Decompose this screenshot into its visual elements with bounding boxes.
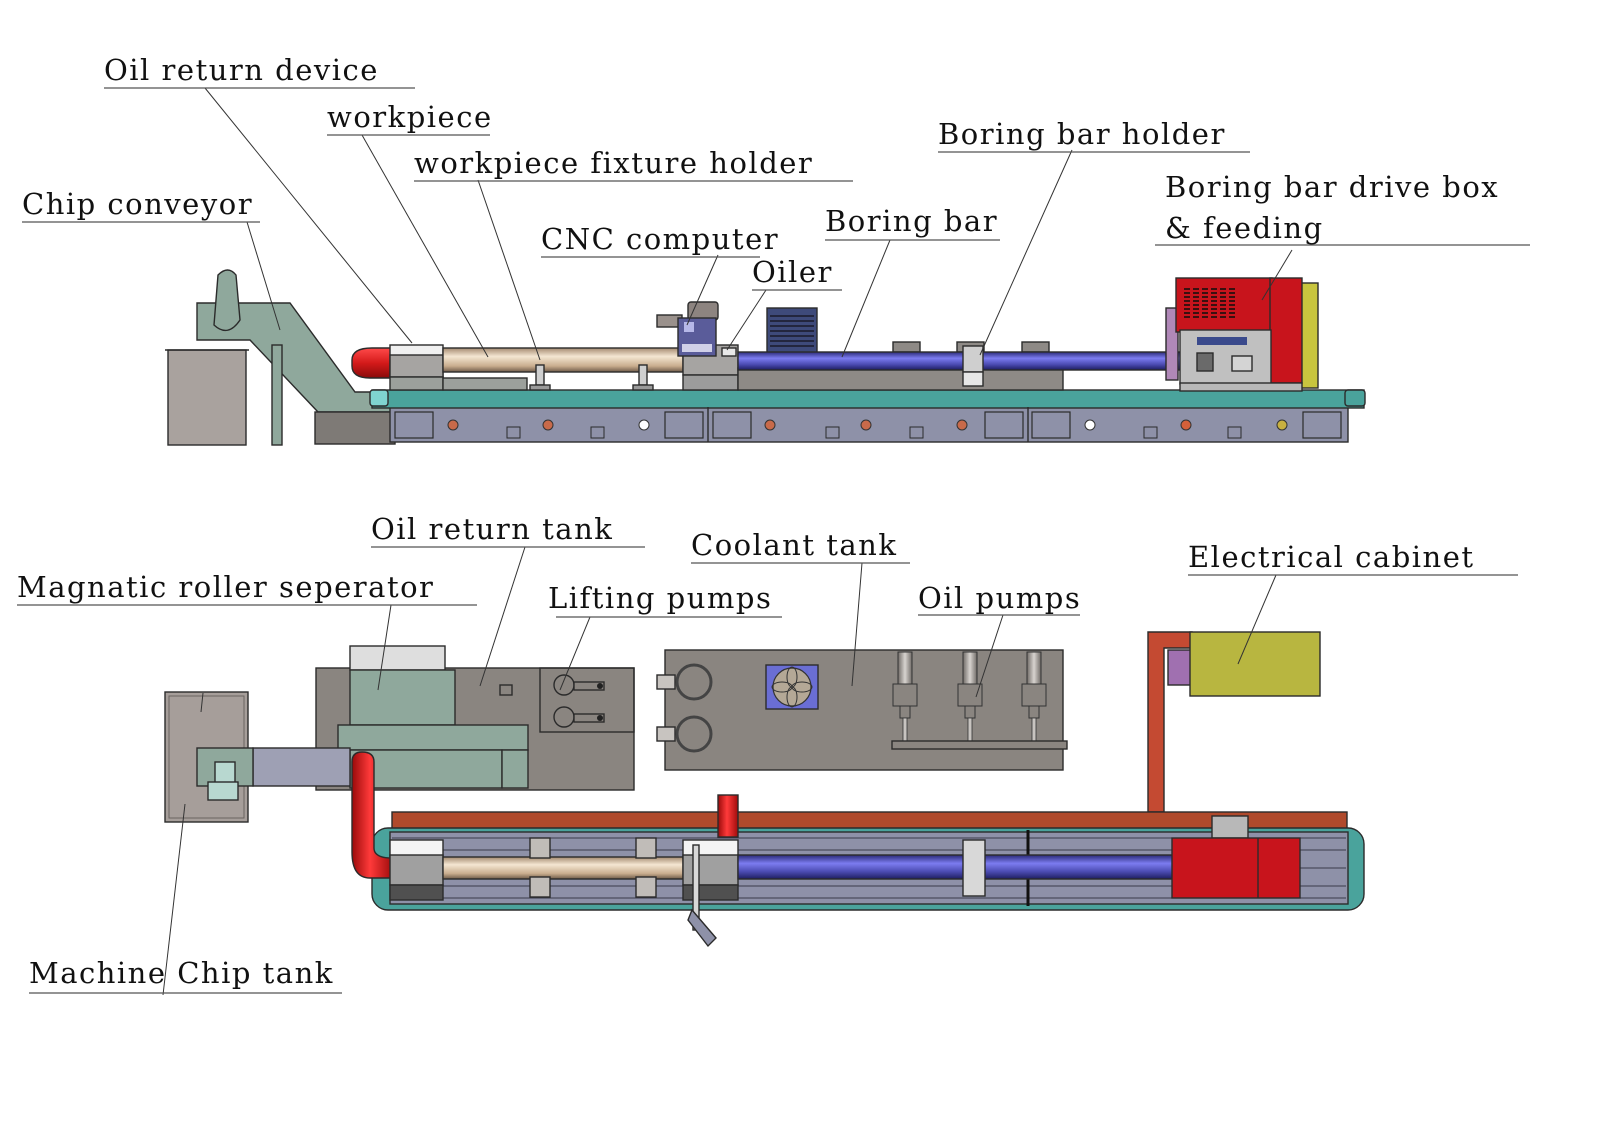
pump-body [892,683,918,707]
boring-bar-drive-box [1165,277,1319,392]
boring-bar [737,351,1184,371]
bed-panel [1031,411,1071,439]
label-boring-bar: Boring bar [825,204,998,238]
label-electrical-cabinet: Electrical cabinet [1188,540,1475,574]
chip-conveyor-top [252,747,351,787]
indicator-lamp [1180,419,1192,431]
label-oil-return-tank: Oil return tank [371,512,613,546]
indicator-lamp [638,419,650,431]
access-port [506,426,521,439]
pump-cylinder [897,651,913,685]
label-magnetic-roller-separator: Magnatic roller seperator [17,570,434,604]
workpiece-fixture-holder [529,364,654,391]
indicator-lamp [956,419,968,431]
indicator-lamp [1084,419,1096,431]
labels: Oil return device workpiece workpiece fi… [17,53,1530,994]
access-port [590,426,605,439]
chip-bin [167,349,247,446]
pump-cylinder [962,651,978,685]
label-cnc-computer: CNC computer [541,222,779,256]
chiller-unit [766,307,818,355]
label-drive-box-line1: Boring bar drive box [1165,170,1499,204]
leader-lines [162,87,1293,996]
bed-panel [1302,411,1342,439]
oiler [721,347,737,357]
bed-panel [712,411,752,439]
top-view [164,631,1365,948]
label-oiler: Oiler [752,255,833,289]
access-port [825,426,840,439]
boring-bar-holder [962,345,984,387]
side-view [165,269,1366,446]
pump-body [957,683,983,707]
indicator-lamp [764,419,776,431]
label-chip-conveyor: Chip conveyor [22,187,253,221]
lifting-pumps [553,674,605,728]
fan-icon [765,664,819,710]
cnc-computer [656,301,739,391]
oil-return-pipe [351,751,393,879]
indicator-lamp [447,419,459,431]
access-port [1143,426,1158,439]
label-drive-box-line2: & feeding [1165,211,1324,245]
label-workpiece: workpiece [327,100,493,134]
indicator-lamp [1276,419,1288,431]
electrical-cabinet [1147,631,1321,813]
pump-cylinder [1026,651,1042,685]
oil-pumps [892,651,1047,743]
indicator-lamp [542,419,554,431]
label-coolant-tank: Coolant tank [691,528,897,562]
bed-panel [394,411,434,439]
pump-body [1021,683,1047,707]
access-port [909,426,924,439]
label-machine-chip-tank: Machine Chip tank [29,956,334,990]
label-boring-bar-holder: Boring bar holder [938,117,1226,151]
label-lifting-pumps: Lifting pumps [548,581,772,615]
label-oil-pumps: Oil pumps [918,581,1081,615]
oil-return-device [351,344,444,391]
machine-bed [369,389,1366,443]
boring-bar-top [737,854,1179,880]
coolant-tank [656,649,1064,771]
bed-panel [664,411,704,439]
workpiece-top [442,856,684,880]
label-oil-return-device: Oil return device [104,53,379,87]
bed-panels [394,411,1342,439]
access-port [1227,426,1242,439]
label-workpiece-fixture-holder: workpiece fixture holder [414,146,813,180]
indicator-lamp [860,419,872,431]
magnetic-roller-separator [337,669,529,789]
chip-conveyor [196,269,396,446]
bed-panel [984,411,1024,439]
